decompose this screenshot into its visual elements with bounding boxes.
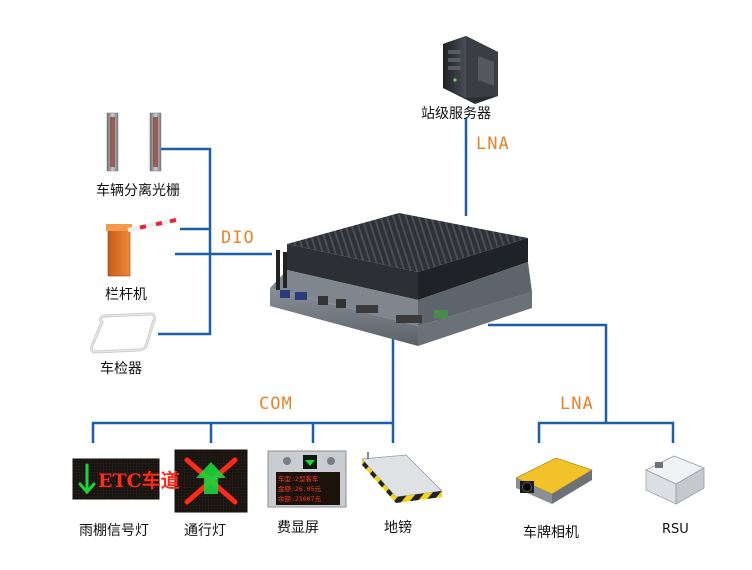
lna-right-bus <box>537 421 675 443</box>
plate-camera-label: 车牌相机 <box>523 525 579 541</box>
fee-display-icon <box>267 450 347 508</box>
fee-sign-text: 车型:2型客车 金额:26.05元 余额:25007元 <box>278 474 340 504</box>
com-label: COM <box>259 394 293 414</box>
station-server-label: 站级服务器 <box>421 106 491 122</box>
rsu-icon <box>645 455 705 505</box>
fee-display-label: 费显屏 <box>277 520 319 536</box>
passage-light-icon <box>174 449 248 513</box>
right-link-label: LNA <box>560 394 594 414</box>
server-icon <box>443 36 498 104</box>
light-curtain-icon <box>106 112 162 172</box>
plate-camera-icon <box>515 457 593 504</box>
rsu-label: RSU <box>662 522 689 537</box>
com-bus-line <box>91 421 393 443</box>
server-link-label: LNA <box>476 134 510 154</box>
light-curtain-label: 车辆分离光栅 <box>96 183 180 199</box>
canopy-signal-label: 雨棚信号灯 <box>79 523 149 539</box>
fee-line-3: 余额:25007元 <box>278 495 321 503</box>
fee-line-2: 金额:26.05元 <box>278 485 321 493</box>
connection-lines <box>91 118 675 443</box>
canopy-signal-icon <box>72 458 160 500</box>
ground-scale-label: 地镑 <box>384 520 412 536</box>
barrier-gate-label: 栏杆机 <box>105 287 147 303</box>
dio-label: DIO <box>221 228 255 248</box>
industrial-controller-icon <box>270 213 532 346</box>
loop-detector-icon <box>90 312 156 354</box>
loop-detector-label: 车检器 <box>100 361 142 377</box>
dio-bus-line <box>158 147 212 336</box>
canopy-sign-text: ETC车道 <box>98 470 180 492</box>
fee-line-1: 车型:2型客车 <box>278 475 319 483</box>
passage-light-label: 通行灯 <box>184 523 226 539</box>
barrier-gate-icon <box>106 218 177 277</box>
ground-scale-icon <box>361 452 443 503</box>
lna-right-line <box>488 323 608 423</box>
